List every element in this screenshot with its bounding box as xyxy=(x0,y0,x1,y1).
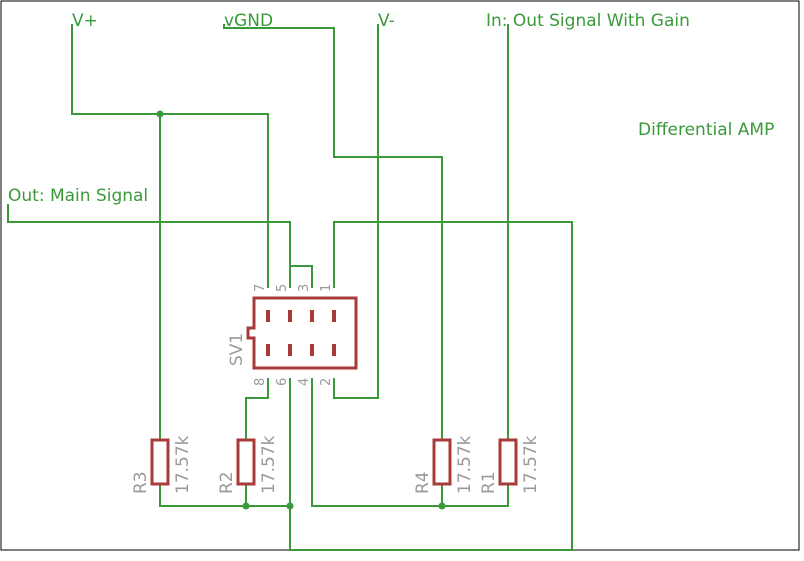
resistor-r4 xyxy=(432,438,452,486)
resistor-r1 xyxy=(498,438,518,486)
wire-pin1-loop xyxy=(289,221,573,551)
wire-pin8-r2 xyxy=(245,378,269,440)
net-label-out-main: Out: Main Signal xyxy=(8,186,148,206)
junction-r2 xyxy=(242,502,250,510)
wire-out-main xyxy=(7,204,291,288)
net-label-in-gain: In: Out Signal With Gain xyxy=(486,11,690,31)
junction-r4 xyxy=(438,502,446,510)
schematic-title: Differential AMP xyxy=(638,120,774,140)
resistor-value-r1: 17.57k xyxy=(521,435,541,494)
resistor-ref-r4: R4 xyxy=(413,471,433,494)
connector-ref: SV1 xyxy=(227,333,247,366)
resistor-ref-r1: R1 xyxy=(479,471,499,494)
net-label-v-minus: V- xyxy=(378,11,395,31)
resistor-value-r3: 17.57k xyxy=(173,435,193,494)
sheet-frame xyxy=(0,0,800,551)
wire-v-plus xyxy=(71,24,269,288)
junction-pin6 xyxy=(286,502,294,510)
wire-v-minus xyxy=(333,24,379,399)
wire-pin4 xyxy=(311,378,509,507)
wire-vgnd xyxy=(223,24,443,440)
pin-number-8: 8 xyxy=(253,378,268,386)
resistor-ref-r3: R3 xyxy=(131,471,151,494)
resistor-value-r2: 17.57k xyxy=(259,435,279,494)
pin-number-1: 1 xyxy=(319,284,334,292)
pin-number-2: 2 xyxy=(319,378,334,386)
junction-vplus xyxy=(156,110,164,118)
pin-number-5: 5 xyxy=(275,284,290,292)
net-label-vgnd: vGND xyxy=(224,11,273,31)
resistor-value-r4: 17.57k xyxy=(455,435,475,494)
connector-sv1 xyxy=(246,296,358,370)
resistor-r3 xyxy=(150,438,170,486)
pin-number-6: 6 xyxy=(275,378,290,386)
pin-number-3: 3 xyxy=(297,284,312,292)
net-label-v-plus: V+ xyxy=(72,11,98,31)
resistor-r2 xyxy=(236,438,256,486)
resistor-ref-r2: R2 xyxy=(217,471,237,494)
pin-number-7: 7 xyxy=(253,284,268,292)
wire-pin3-bridge xyxy=(289,265,313,288)
pin-number-4: 4 xyxy=(297,378,312,386)
